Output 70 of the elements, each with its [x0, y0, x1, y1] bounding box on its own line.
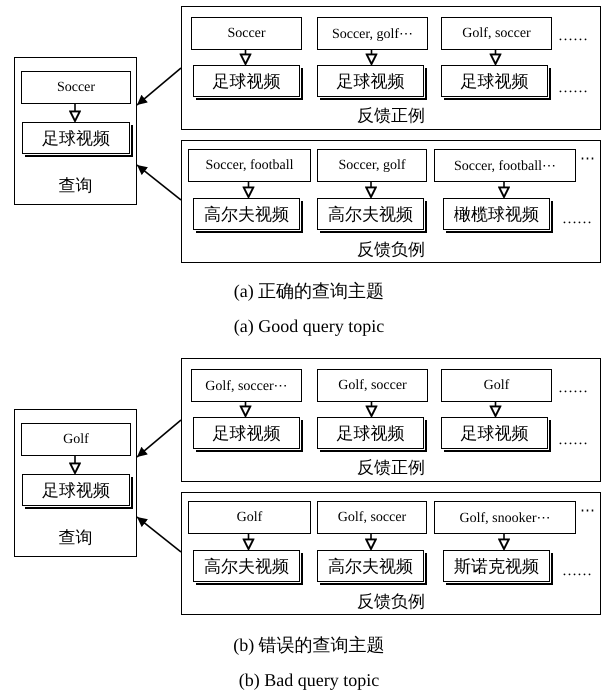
panel-label: 反馈负例 [356, 239, 426, 261]
arrow [242, 533, 254, 550]
query-box [14, 57, 137, 205]
arrow [366, 49, 378, 65]
feedback-panel [181, 140, 601, 263]
tag-box: Soccer, football⋯ [434, 149, 576, 182]
video-box: 足球视频 [441, 65, 548, 97]
tag-box: Soccer [191, 17, 302, 50]
arrow [136, 164, 182, 201]
arrow [242, 181, 254, 198]
tag-box: Golf [21, 423, 131, 456]
feedback-panel [181, 492, 601, 615]
query-label: 查询 [58, 175, 94, 197]
video-box: 足球视频 [22, 122, 130, 154]
arrow [365, 181, 377, 198]
arrow [365, 533, 377, 550]
caption: (b) 错误的查询主题 [232, 634, 386, 657]
video-box: 足球视频 [22, 474, 130, 506]
tag-box: Golf [188, 501, 311, 534]
ellipsis-mark: …… [558, 80, 588, 97]
arrow [498, 533, 510, 550]
arrow [69, 103, 81, 122]
arrow [490, 401, 502, 417]
caption: (a) 正确的查询主题 [232, 280, 386, 303]
tag-box: Golf, snooker⋯ [434, 501, 576, 534]
arrow [240, 49, 252, 65]
panel-label: 反馈负例 [356, 591, 426, 613]
panel-label: 反馈正例 [356, 105, 426, 127]
tag-box: Soccer, golf⋯ [317, 17, 428, 50]
ellipsis-mark: …… [558, 380, 588, 397]
arrow [69, 455, 81, 474]
query-label: 查询 [58, 527, 94, 549]
ellipsis-mark: ⋯ [580, 502, 595, 520]
tag-box: Soccer, football [188, 149, 311, 182]
arrow [136, 67, 182, 106]
tag-box: Soccer [21, 71, 131, 104]
ellipsis-mark: …… [558, 28, 588, 45]
video-box: 高尔夫视频 [193, 550, 300, 582]
video-box: 足球视频 [441, 417, 548, 449]
panel-label: 反馈正例 [356, 457, 426, 479]
ellipsis-mark: …… [562, 211, 592, 228]
arrow [240, 401, 252, 417]
video-box: 高尔夫视频 [193, 198, 300, 230]
feedback-panel [181, 6, 601, 130]
tag-box: Soccer, golf [317, 149, 427, 182]
arrow [366, 401, 378, 417]
arrow [136, 516, 182, 553]
ellipsis-mark: ⋯ [580, 150, 595, 168]
video-box: 足球视频 [317, 417, 424, 449]
tag-box: Golf [441, 369, 552, 402]
video-box: 高尔夫视频 [317, 198, 424, 230]
caption: (a) Good query topic [232, 316, 386, 337]
feedback-panel [181, 358, 601, 482]
video-box: 足球视频 [193, 65, 300, 97]
arrow [136, 419, 182, 458]
ellipsis-mark: …… [562, 563, 592, 580]
ellipsis-mark: …… [558, 432, 588, 449]
tag-box: Golf, soccer [317, 369, 428, 402]
video-box: 足球视频 [193, 417, 300, 449]
video-box: 橄榄球视频 [443, 198, 550, 230]
arrow [490, 49, 502, 65]
tag-box: Golf, soccer [317, 501, 427, 534]
caption: (b) Bad query topic [238, 670, 380, 691]
arrow [498, 181, 510, 198]
query-box [14, 409, 137, 557]
tag-box: Golf, soccer⋯ [191, 369, 302, 402]
video-box: 斯诺克视频 [443, 550, 550, 582]
video-box: 足球视频 [317, 65, 424, 97]
video-box: 高尔夫视频 [317, 550, 424, 582]
tag-box: Golf, soccer [441, 17, 552, 50]
